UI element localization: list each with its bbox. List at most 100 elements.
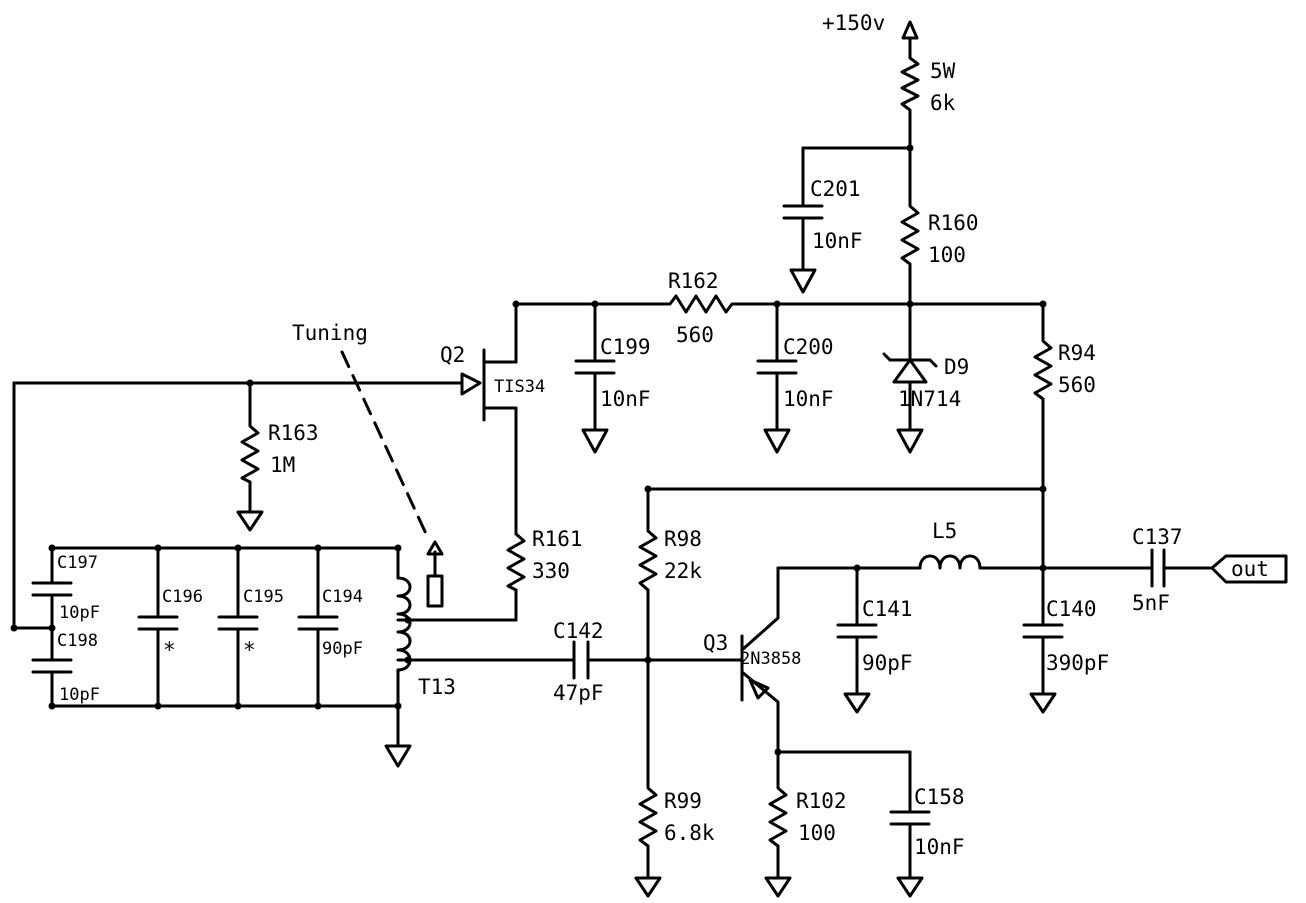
r102-ref-label: R102 [796, 789, 847, 813]
r99-ref-label: R99 [664, 789, 702, 813]
r163-value-label: 1M [270, 453, 295, 477]
q2-part-label: TIS34 [494, 377, 545, 397]
c199-value-label: 10nF [600, 387, 651, 411]
capacitor-c196: C196 * [137, 587, 203, 662]
r161-ref-label: R161 [532, 527, 583, 551]
capacitor-c142: C142 47pF [553, 619, 604, 705]
zener-diode-d9: D9 1N714 [882, 352, 969, 411]
c137-value-label: 5nF [1132, 591, 1170, 615]
c198-value-label: 10pF [59, 685, 100, 705]
ground-icon [896, 428, 924, 454]
resistor-rating-label: 5W [930, 59, 956, 83]
r102-value-label: 100 [798, 821, 836, 845]
c140-value-label: 390pF [1046, 651, 1109, 675]
q2-ref-label: Q2 [440, 343, 465, 367]
resistor-r98: R98 22k [638, 523, 702, 592]
jfet-q2: Q2 TIS34 [440, 343, 545, 422]
c196-value-label: * [163, 638, 176, 662]
c199-ref-label: C199 [600, 335, 651, 359]
resistor-value-label: 6k [930, 91, 956, 115]
r99-value-label: 6.8k [664, 821, 715, 845]
ground-symbols [236, 268, 1057, 898]
capacitor-c158: C158 10nF [889, 785, 965, 859]
ground-icon [764, 876, 792, 898]
resistor-r160: R160 100 [900, 198, 979, 270]
r94-ref-label: R94 [1058, 341, 1096, 365]
c200-value-label: 10nF [783, 387, 834, 411]
capacitor-c140: C140 390pF [1022, 597, 1109, 675]
c140-ref-label: C140 [1046, 597, 1097, 621]
output-port: out [1210, 554, 1288, 584]
c196-ref-label: C196 [162, 587, 203, 607]
capacitor-c199: C199 10nF [574, 335, 651, 411]
c197-ref-label: C197 [57, 553, 98, 573]
tuning-label: Tuning [292, 321, 368, 345]
c142-ref-label: C142 [553, 619, 604, 643]
q3-ref-label: Q3 [703, 631, 728, 655]
ground-icon [763, 428, 791, 454]
resistor-r163: R163 1M [240, 418, 319, 484]
c142-value-label: 47pF [553, 681, 604, 705]
resistor-r162: R162 560 [660, 269, 744, 347]
ground-icon [236, 510, 264, 532]
inductor-l5: L5 [918, 519, 982, 570]
r161-value-label: 330 [532, 559, 570, 583]
c141-ref-label: C141 [862, 597, 913, 621]
d9-ref-label: D9 [944, 355, 969, 379]
resistor-r161: R161 330 [506, 526, 583, 592]
c195-value-label: * [243, 638, 256, 662]
capacitor-c194: C194 90pF [297, 587, 363, 659]
ground-icon [789, 268, 817, 294]
c197-value-label: 10pF [59, 603, 100, 623]
transistor-q3: Q3 2N3858 [698, 631, 801, 700]
r160-value-label: 100 [928, 243, 966, 267]
c201-ref-label: C201 [810, 177, 861, 201]
r163-ref-label: R163 [268, 421, 319, 445]
output-label: out [1231, 557, 1269, 581]
wires [12, 36, 1214, 880]
c158-ref-label: C158 [914, 785, 965, 809]
ground-icon [896, 876, 924, 898]
q3-part-label: 2N3858 [740, 649, 801, 669]
ground-icon [1029, 692, 1057, 714]
transformer-t13: T13 [396, 540, 456, 699]
l5-ref-label: L5 [932, 519, 957, 543]
ground-icon [581, 428, 609, 454]
r98-value-label: 22k [664, 559, 702, 583]
r162-value-label: 560 [676, 323, 714, 347]
r160-ref-label: R160 [928, 211, 979, 235]
capacitor-c198: C198 10pF [31, 631, 100, 705]
resistor-5w-6k: 5W 6k [900, 50, 956, 120]
d9-part-label: 1N714 [898, 387, 961, 411]
tuning-annotation: Tuning [292, 321, 430, 540]
capacitor-c195: C195 * [217, 587, 284, 662]
c195-ref-label: C195 [243, 587, 284, 607]
c141-value-label: 90pF [862, 651, 913, 675]
ground-icon [843, 692, 871, 714]
resistor-r102: R102 100 [768, 780, 847, 848]
c158-value-label: 10nF [914, 835, 965, 859]
r94-value-label: 560 [1058, 373, 1096, 397]
capacitor-c137: C137 5nF [1132, 525, 1183, 615]
c194-ref-label: C194 [322, 587, 363, 607]
ground-icon [634, 876, 662, 898]
c198-ref-label: C198 [57, 631, 98, 651]
capacitor-c197: C197 10pF [31, 553, 100, 623]
resistor-r94: R94 560 [1033, 333, 1096, 405]
supply-terminal: +150v [822, 11, 919, 40]
capacitor-c141: C141 90pF [836, 597, 913, 675]
resistor-r99: R99 6.8k [638, 780, 715, 848]
r162-ref-label: R162 [668, 269, 719, 293]
supply-label: +150v [822, 11, 885, 35]
c137-ref-label: C137 [1132, 525, 1183, 549]
ground-icon [384, 744, 412, 768]
junction-dots [10, 144, 1047, 756]
t13-ref-label: T13 [418, 675, 456, 699]
c194-value-label: 90pF [322, 639, 363, 659]
c200-ref-label: C200 [783, 335, 834, 359]
capacitor-c200: C200 10nF [756, 335, 834, 411]
r98-ref-label: R98 [664, 527, 702, 551]
c201-value-label: 10nF [812, 229, 863, 253]
capacitor-c201: C201 10nF [782, 177, 863, 253]
